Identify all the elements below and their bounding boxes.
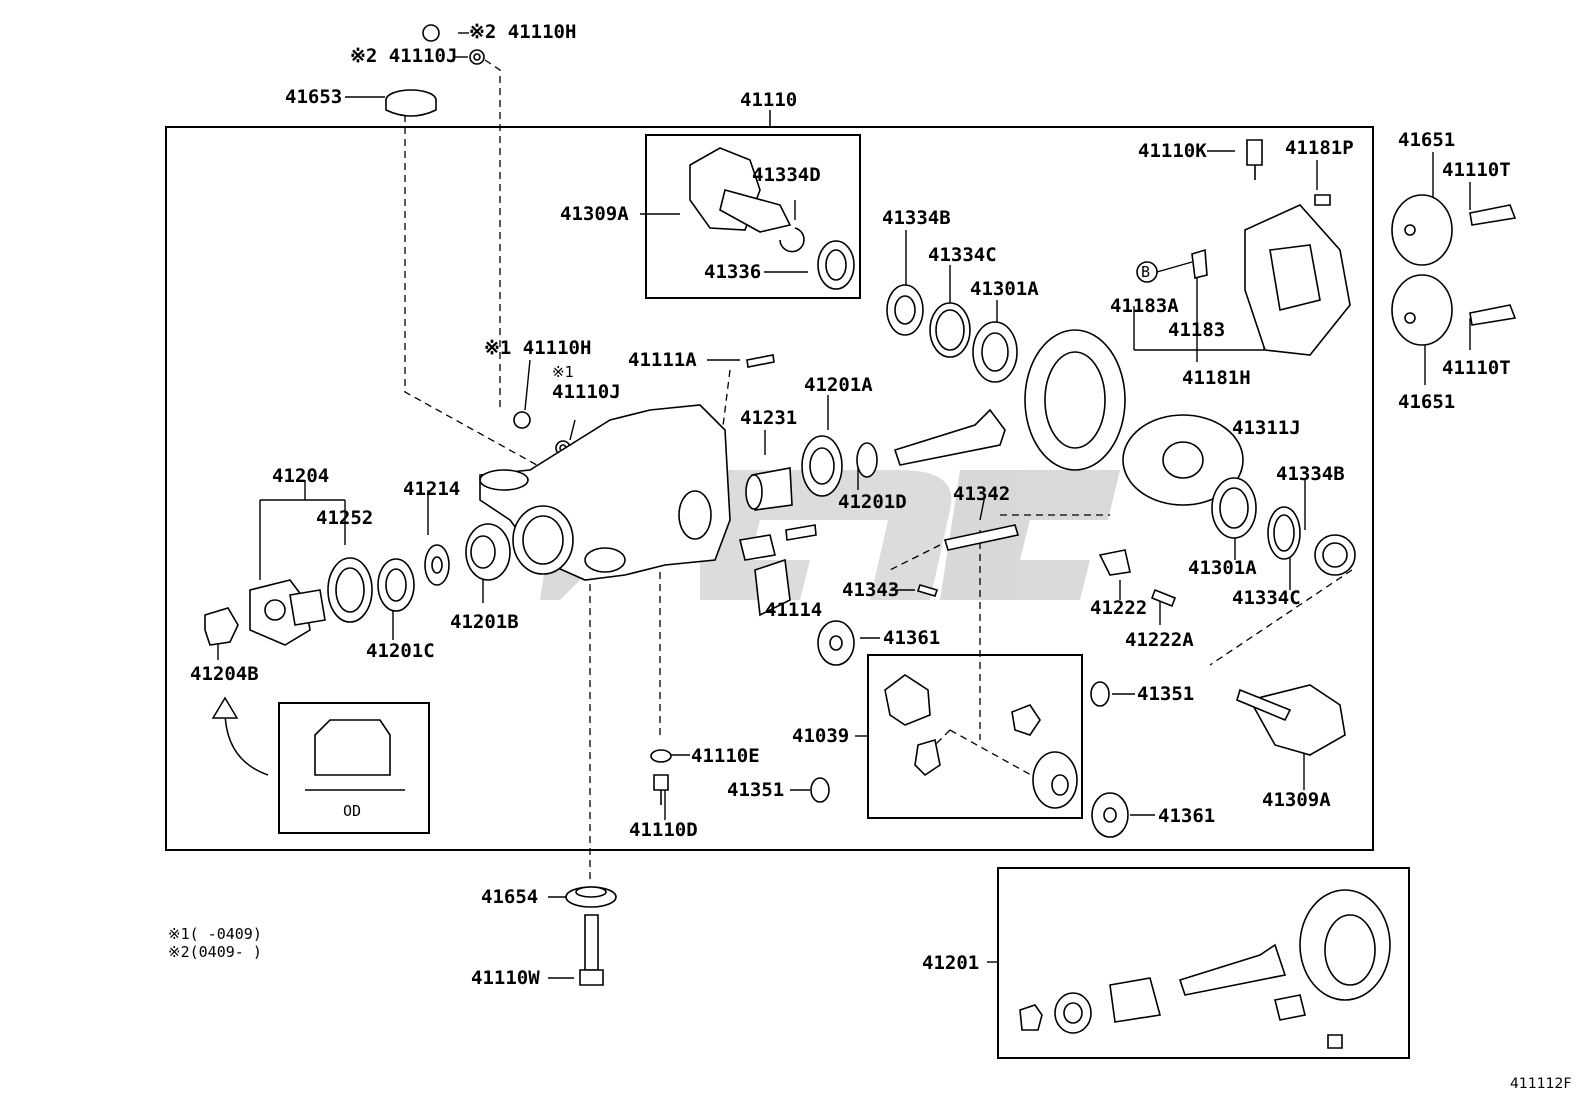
part-label-41309A-top: 41309A bbox=[560, 203, 629, 225]
part-label-41201D: 41201D bbox=[838, 491, 907, 513]
part-label-41301A-top: 41301A bbox=[970, 278, 1039, 300]
footnote-1: ※1( -0409) bbox=[168, 926, 262, 943]
part-label-41222A: 41222A bbox=[1125, 629, 1194, 651]
part-label-41181P: 41181P bbox=[1285, 137, 1354, 159]
part-label-41651-bot: 41651 bbox=[1398, 391, 1456, 413]
part-label-41351-left: 41351 bbox=[727, 779, 785, 801]
document-number: 411112F bbox=[1510, 1076, 1572, 1092]
part-label-41343: 41343 bbox=[842, 579, 900, 601]
part-label-41334B-top: 41334B bbox=[882, 207, 951, 229]
part-label-41110W: 41110W bbox=[471, 967, 540, 989]
part-label-41336: 41336 bbox=[704, 261, 762, 283]
part-label-41110H-mid: ※1 41110H bbox=[484, 337, 592, 359]
od-label: OD bbox=[343, 802, 362, 820]
part-label-41334D: 41334D bbox=[752, 164, 821, 186]
part-label-41114: 41114 bbox=[765, 599, 823, 621]
footnote-2: ※2(0409- ) bbox=[168, 944, 262, 961]
callout-b: B bbox=[1141, 263, 1151, 281]
footnote-2-mark: ※2 bbox=[168, 943, 190, 961]
part-label-41201B: 41201B bbox=[450, 611, 519, 633]
part-label-41183A: 41183A bbox=[1110, 295, 1179, 317]
part-label-41222: 41222 bbox=[1090, 597, 1148, 619]
part-label-41654: 41654 bbox=[481, 886, 539, 908]
part-label-41110D: 41110D bbox=[629, 819, 698, 841]
part-drawings bbox=[204, 24, 1517, 1049]
part-label-41110T-bot: 41110T bbox=[1442, 357, 1511, 379]
part-label-41110E: 41110E bbox=[691, 745, 760, 767]
part-label-41351-right: 41351 bbox=[1137, 683, 1195, 705]
part-label-41214: 41214 bbox=[403, 478, 461, 500]
part-label-41110K: 41110K bbox=[1138, 140, 1207, 162]
part-label-41110J-mid: 41110J bbox=[552, 381, 621, 403]
part-label-41252: 41252 bbox=[316, 507, 374, 529]
part-label-41181H: 41181H bbox=[1182, 367, 1251, 389]
part-label-41110J-top: ※2 41110J bbox=[350, 45, 458, 67]
part-label-41204B: 41204B bbox=[190, 663, 259, 685]
part-label-41361-top: 41361 bbox=[883, 627, 941, 649]
part-label-41651-top: 41651 bbox=[1398, 129, 1456, 151]
pinion-flange-detail-box bbox=[645, 134, 861, 299]
part-label-41110T-top: 41110T bbox=[1442, 159, 1511, 181]
part-label-41309A-bot: 41309A bbox=[1262, 789, 1331, 811]
footnote-1-text: ( -0409) bbox=[189, 925, 262, 943]
part-label-41311J: 41311J bbox=[1232, 417, 1301, 439]
part-label-41342: 41342 bbox=[953, 483, 1011, 505]
part-label-41110J-mid-mark: ※1 bbox=[552, 363, 574, 381]
od-inset-box bbox=[278, 702, 430, 834]
part-label-41334C-top: 41334C bbox=[928, 244, 997, 266]
part-label-41334C-right: 41334C bbox=[1232, 587, 1301, 609]
part-label-41231: 41231 bbox=[740, 407, 798, 429]
ring-pinion-set-box bbox=[997, 867, 1410, 1059]
part-label-41201: 41201 bbox=[922, 952, 980, 974]
part-label-41201C: 41201C bbox=[366, 640, 435, 662]
part-label-41301A-right: 41301A bbox=[1188, 557, 1257, 579]
footnote-2-text: (0409- ) bbox=[189, 943, 262, 961]
part-label-41361-bot: 41361 bbox=[1158, 805, 1216, 827]
part-label-41039: 41039 bbox=[792, 725, 850, 747]
part-label-41334B-right: 41334B bbox=[1276, 463, 1345, 485]
part-label-41183: 41183 bbox=[1168, 319, 1226, 341]
part-label-41111A: 41111A bbox=[628, 349, 697, 371]
part-label-41110: 41110 bbox=[740, 89, 798, 111]
part-label-41110H-top: ※2 41110H bbox=[469, 21, 577, 43]
part-label-41201A: 41201A bbox=[804, 374, 873, 396]
part-label-41653: 41653 bbox=[285, 86, 343, 108]
part-label-41204: 41204 bbox=[272, 465, 330, 487]
footnote-1-mark: ※1 bbox=[168, 925, 190, 943]
